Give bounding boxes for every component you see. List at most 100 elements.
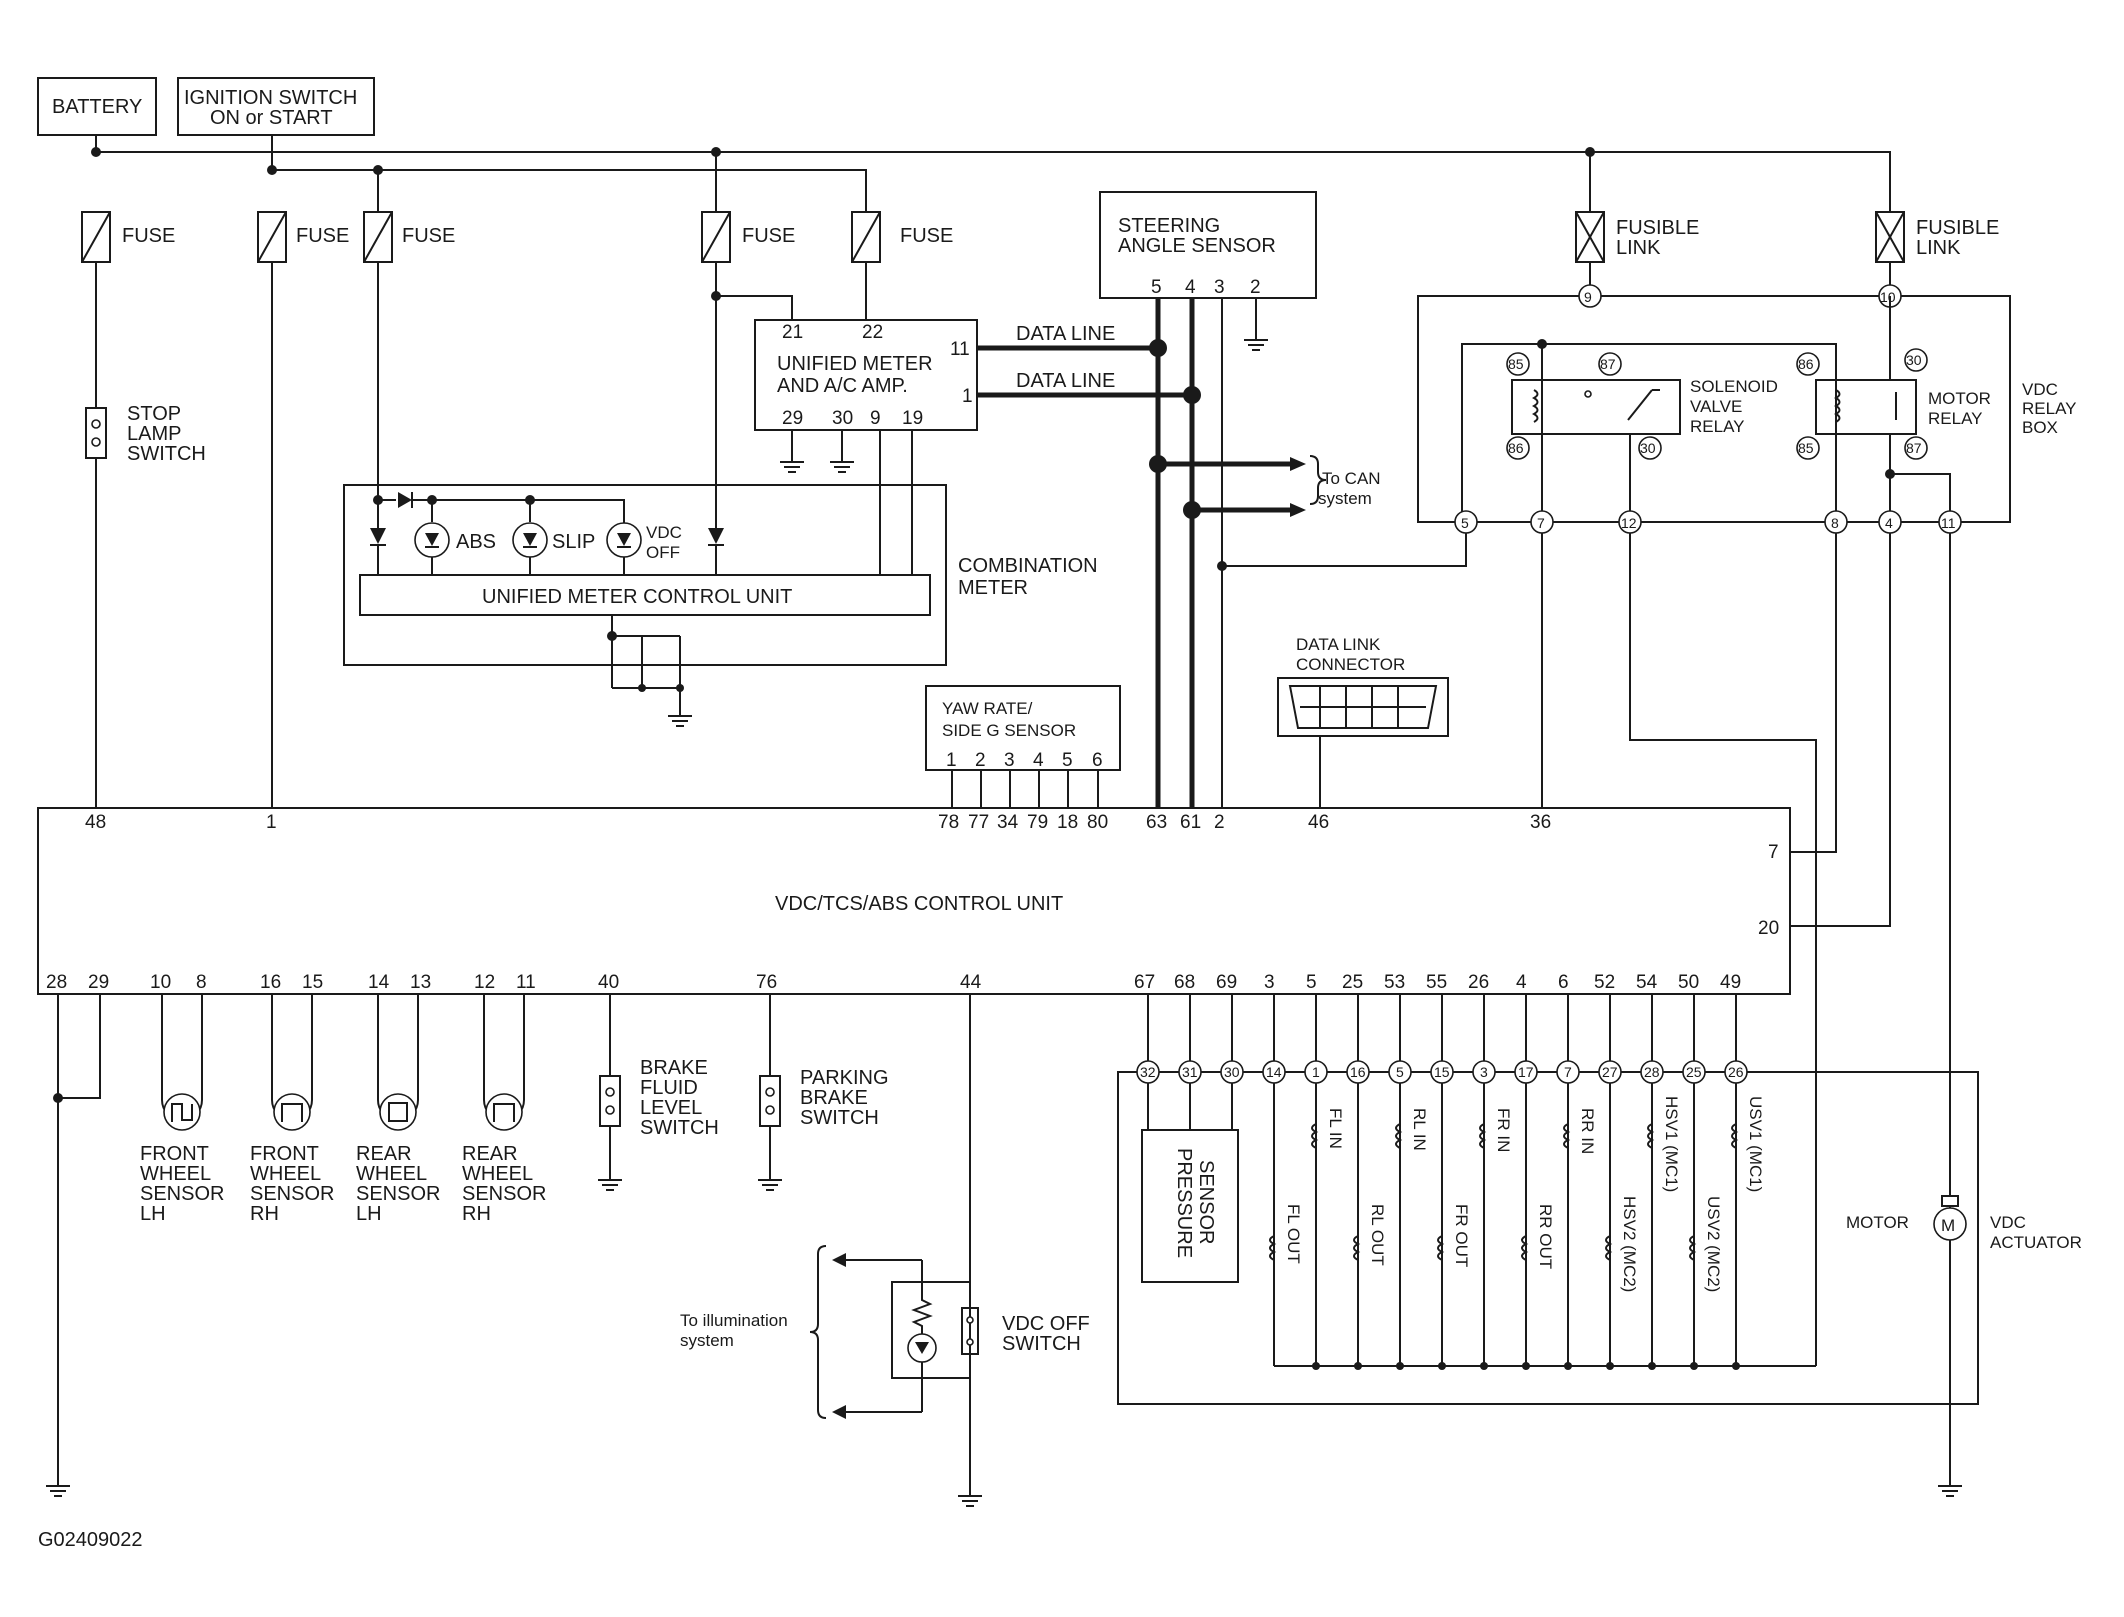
svg-text:FLUID: FLUID xyxy=(640,1077,698,1099)
svg-text:55: 55 xyxy=(1426,972,1447,993)
svg-text:METER: METER xyxy=(958,577,1028,599)
fusible-link-solenoid: FUSIBLE LINK xyxy=(1575,211,1699,263)
power-bus xyxy=(91,135,1891,212)
brake-fluid-level-switch: BRAKE FLUID LEVEL SWITCH xyxy=(598,994,719,1191)
svg-text:To illumination: To illumination xyxy=(680,1311,788,1330)
svg-text:FRONT: FRONT xyxy=(140,1143,209,1165)
svg-text:SENSOR: SENSOR xyxy=(462,1183,546,1205)
svg-text:SIDE G SENSOR: SIDE G SENSOR xyxy=(942,721,1076,740)
svg-text:HSV1 (MC1): HSV1 (MC1) xyxy=(1662,1096,1681,1192)
svg-text:31: 31 xyxy=(1182,1064,1198,1080)
svg-text:6: 6 xyxy=(1092,750,1103,771)
combination-meter: COMBINATION METER UNIFIED METER CONTROL … xyxy=(343,262,1098,727)
svg-text:VDC: VDC xyxy=(2022,380,2058,399)
svg-text:AND A/C AMP.: AND A/C AMP. xyxy=(777,375,908,397)
vdc-tcs-abs-control-unit: VDC/TCS/ABS CONTROL UNIT 48 1 78 77 34 7… xyxy=(37,807,1791,995)
svg-text:REAR: REAR xyxy=(462,1143,518,1165)
rear-wheel-sensor-lh: REAR WHEEL SENSOR LH xyxy=(356,994,440,1225)
svg-text:WHEEL: WHEEL xyxy=(140,1163,211,1185)
svg-text:1: 1 xyxy=(946,750,957,771)
svg-text:UNIFIED METER CONTROL UNIT: UNIFIED METER CONTROL UNIT xyxy=(482,586,792,608)
svg-text:30: 30 xyxy=(1906,352,1922,368)
svg-text:VALVE: VALVE xyxy=(1690,397,1742,416)
svg-text:7: 7 xyxy=(1768,842,1779,863)
svg-text:3: 3 xyxy=(1214,277,1225,298)
svg-text:RH: RH xyxy=(462,1203,491,1225)
svg-text:30: 30 xyxy=(832,408,853,429)
svg-text:VDC/TCS/ABS CONTROL UNIT: VDC/TCS/ABS CONTROL UNIT xyxy=(775,893,1063,915)
svg-text:2: 2 xyxy=(1214,812,1225,833)
svg-text:BOX: BOX xyxy=(2022,418,2058,437)
svg-text:STOP: STOP xyxy=(127,403,181,425)
svg-text:FL OUT: FL OUT xyxy=(1284,1204,1303,1264)
svg-text:5: 5 xyxy=(1151,277,1162,298)
svg-text:13: 13 xyxy=(410,972,431,993)
svg-text:5: 5 xyxy=(1461,515,1469,531)
svg-text:4: 4 xyxy=(1185,277,1196,298)
svg-text:HSV2 (MC2): HSV2 (MC2) xyxy=(1620,1196,1639,1292)
svg-text:MOTOR: MOTOR xyxy=(1846,1213,1909,1232)
svg-text:SENSOR: SENSOR xyxy=(356,1183,440,1205)
svg-text:4: 4 xyxy=(1516,972,1527,993)
svg-text:86: 86 xyxy=(1798,356,1814,372)
svg-text:3: 3 xyxy=(1004,750,1015,771)
vdc-actuator: VDC ACTUATOR 32 31 30 14 1 16 5 15 3 17 xyxy=(1117,994,2082,1497)
svg-text:RELAY: RELAY xyxy=(2022,399,2077,418)
svg-text:CONNECTOR: CONNECTOR xyxy=(1296,655,1405,674)
svg-text:FR OUT: FR OUT xyxy=(1452,1204,1471,1267)
svg-text:85: 85 xyxy=(1508,356,1524,372)
svg-text:SLIP: SLIP xyxy=(552,531,595,553)
svg-text:4: 4 xyxy=(1885,515,1893,531)
fuse-combination-meter: FUSE xyxy=(363,211,455,263)
svg-text:RR IN: RR IN xyxy=(1578,1108,1597,1154)
svg-text:VDC: VDC xyxy=(646,523,682,542)
svg-text:49: 49 xyxy=(1720,972,1741,993)
fuse-meter-amp-2: FUSE xyxy=(851,211,953,263)
svg-text:1: 1 xyxy=(1312,1064,1320,1080)
svg-text:FR IN: FR IN xyxy=(1494,1108,1513,1152)
svg-text:17: 17 xyxy=(1518,1064,1534,1080)
svg-text:PRESSURE: PRESSURE xyxy=(1173,1148,1195,1258)
svg-text:1: 1 xyxy=(962,386,973,407)
svg-text:18: 18 xyxy=(1057,812,1078,833)
svg-text:29: 29 xyxy=(782,408,803,429)
svg-text:LINK: LINK xyxy=(1616,237,1661,259)
svg-text:87: 87 xyxy=(1906,440,1922,456)
pump-motor: M MOTOR xyxy=(1846,1195,1967,1497)
svg-text:FUSE: FUSE xyxy=(296,225,349,247)
svg-text:VDC OFF: VDC OFF xyxy=(1002,1313,1090,1335)
svg-text:7: 7 xyxy=(1564,1064,1572,1080)
svg-text:28: 28 xyxy=(1644,1064,1660,1080)
front-wheel-sensor-lh: FRONT WHEEL SENSOR LH xyxy=(140,994,224,1225)
fuse-meter-amp-1: FUSE xyxy=(701,211,795,263)
svg-text:SENSOR: SENSOR xyxy=(140,1183,224,1205)
svg-text:FL IN: FL IN xyxy=(1326,1108,1345,1149)
svg-text:78: 78 xyxy=(938,812,959,833)
svg-text:3: 3 xyxy=(1264,972,1275,993)
svg-text:15: 15 xyxy=(1434,1064,1450,1080)
svg-text:9: 9 xyxy=(870,408,881,429)
svg-text:LH: LH xyxy=(140,1203,166,1225)
svg-text:11: 11 xyxy=(516,972,536,993)
svg-text:6: 6 xyxy=(1558,972,1569,993)
svg-text:20: 20 xyxy=(1758,918,1779,939)
svg-text:ABS: ABS xyxy=(456,531,496,553)
svg-text:VDC: VDC xyxy=(1990,1213,2026,1232)
figure-id: G02409022 xyxy=(38,1529,143,1551)
svg-text:ACTUATOR: ACTUATOR xyxy=(1990,1233,2082,1252)
svg-text:ON or START: ON or START xyxy=(210,107,333,129)
stop-lamp-switch: STOP LAMP SWITCH xyxy=(85,262,206,808)
svg-text:FUSE: FUSE xyxy=(742,225,795,247)
svg-text:5: 5 xyxy=(1306,972,1317,993)
svg-text:69: 69 xyxy=(1216,972,1237,993)
svg-text:IGNITION SWITCH: IGNITION SWITCH xyxy=(184,87,357,109)
svg-text:28: 28 xyxy=(46,972,67,993)
svg-text:STEERING: STEERING xyxy=(1118,215,1220,237)
svg-text:10: 10 xyxy=(1880,289,1896,305)
svg-text:5: 5 xyxy=(1396,1064,1404,1080)
svg-text:RH: RH xyxy=(250,1203,279,1225)
svg-text:FUSE: FUSE xyxy=(900,225,953,247)
svg-text:SOLENOID: SOLENOID xyxy=(1690,377,1778,396)
svg-text:12: 12 xyxy=(474,972,495,993)
svg-text:RELAY: RELAY xyxy=(1928,409,1983,428)
